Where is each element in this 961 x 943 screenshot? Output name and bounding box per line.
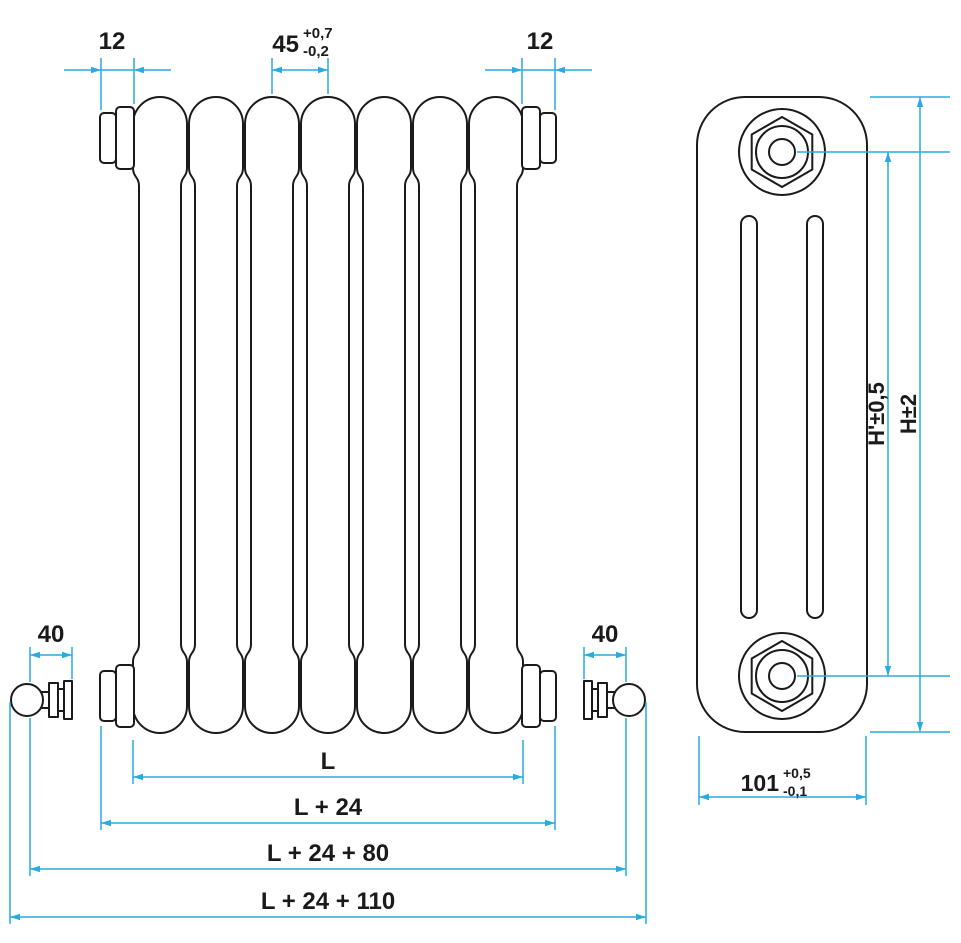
dim-label-pitch-tol-minus: -0,2	[303, 43, 329, 60]
dim-label-height-axis: H'±0,5	[864, 382, 889, 446]
dim-label-length-total: L + 24 + 110	[261, 888, 395, 915]
dim-label-length: L	[321, 748, 336, 775]
dim-length: L	[132, 740, 524, 784]
radiator-column	[300, 96, 356, 734]
dim-label-pitch-tol-plus: +0,7	[303, 25, 333, 42]
dim-label-depth-tol-plus: +0,5	[783, 765, 811, 781]
side-view	[696, 96, 868, 733]
dim-valve-left: 40	[29, 621, 73, 682]
radiator-column	[468, 96, 524, 734]
radiator-column	[244, 96, 300, 734]
end-cap-bottom-right	[521, 664, 557, 728]
dim-pitch: 45 +0,7 -0,2	[271, 25, 333, 94]
dim-height-axis: H'±0,5	[797, 151, 950, 677]
end-cap-top-right	[521, 106, 557, 170]
side-groove-left	[740, 215, 758, 619]
end-cap-top-left	[99, 106, 135, 170]
dim-cap-right: 12	[485, 28, 592, 110]
dim-depth: 101 +0,5 -0,1	[698, 736, 867, 805]
dim-valve-right: 40	[583, 621, 627, 682]
side-groove-right	[806, 215, 824, 619]
dim-label-pitch: 45	[272, 31, 299, 58]
side-body	[696, 96, 868, 733]
radiator-column	[412, 96, 468, 734]
dim-length-valves: L + 24 + 80	[29, 718, 627, 876]
dim-cap-left: 12	[64, 28, 171, 110]
radiator-column	[188, 96, 244, 734]
dim-label-length-valves: L + 24 + 80	[267, 840, 389, 867]
dim-label-cap-right: 12	[527, 28, 554, 55]
radiator-column	[356, 96, 412, 734]
dim-length-total: L + 24 + 110	[9, 702, 647, 924]
dim-label-length-caps: L + 24	[294, 794, 363, 821]
dim-label-depth: 101	[741, 770, 780, 796]
dim-label-depth-tol-minus: -0,1	[783, 783, 807, 799]
dim-height-overall: H±2	[870, 96, 950, 733]
end-cap-bottom-left	[99, 664, 135, 728]
radiator-column	[132, 96, 188, 734]
dim-label-cap-left: 12	[99, 28, 126, 55]
dim-length-caps: L + 24	[100, 726, 556, 830]
dimensions: 12 45 +0,7 -0,2 12 40	[9, 25, 950, 924]
dim-label-valve-left: 40	[38, 621, 65, 648]
dim-label-valve-right: 40	[592, 621, 619, 648]
dim-label-height-overall: H±2	[896, 394, 921, 434]
